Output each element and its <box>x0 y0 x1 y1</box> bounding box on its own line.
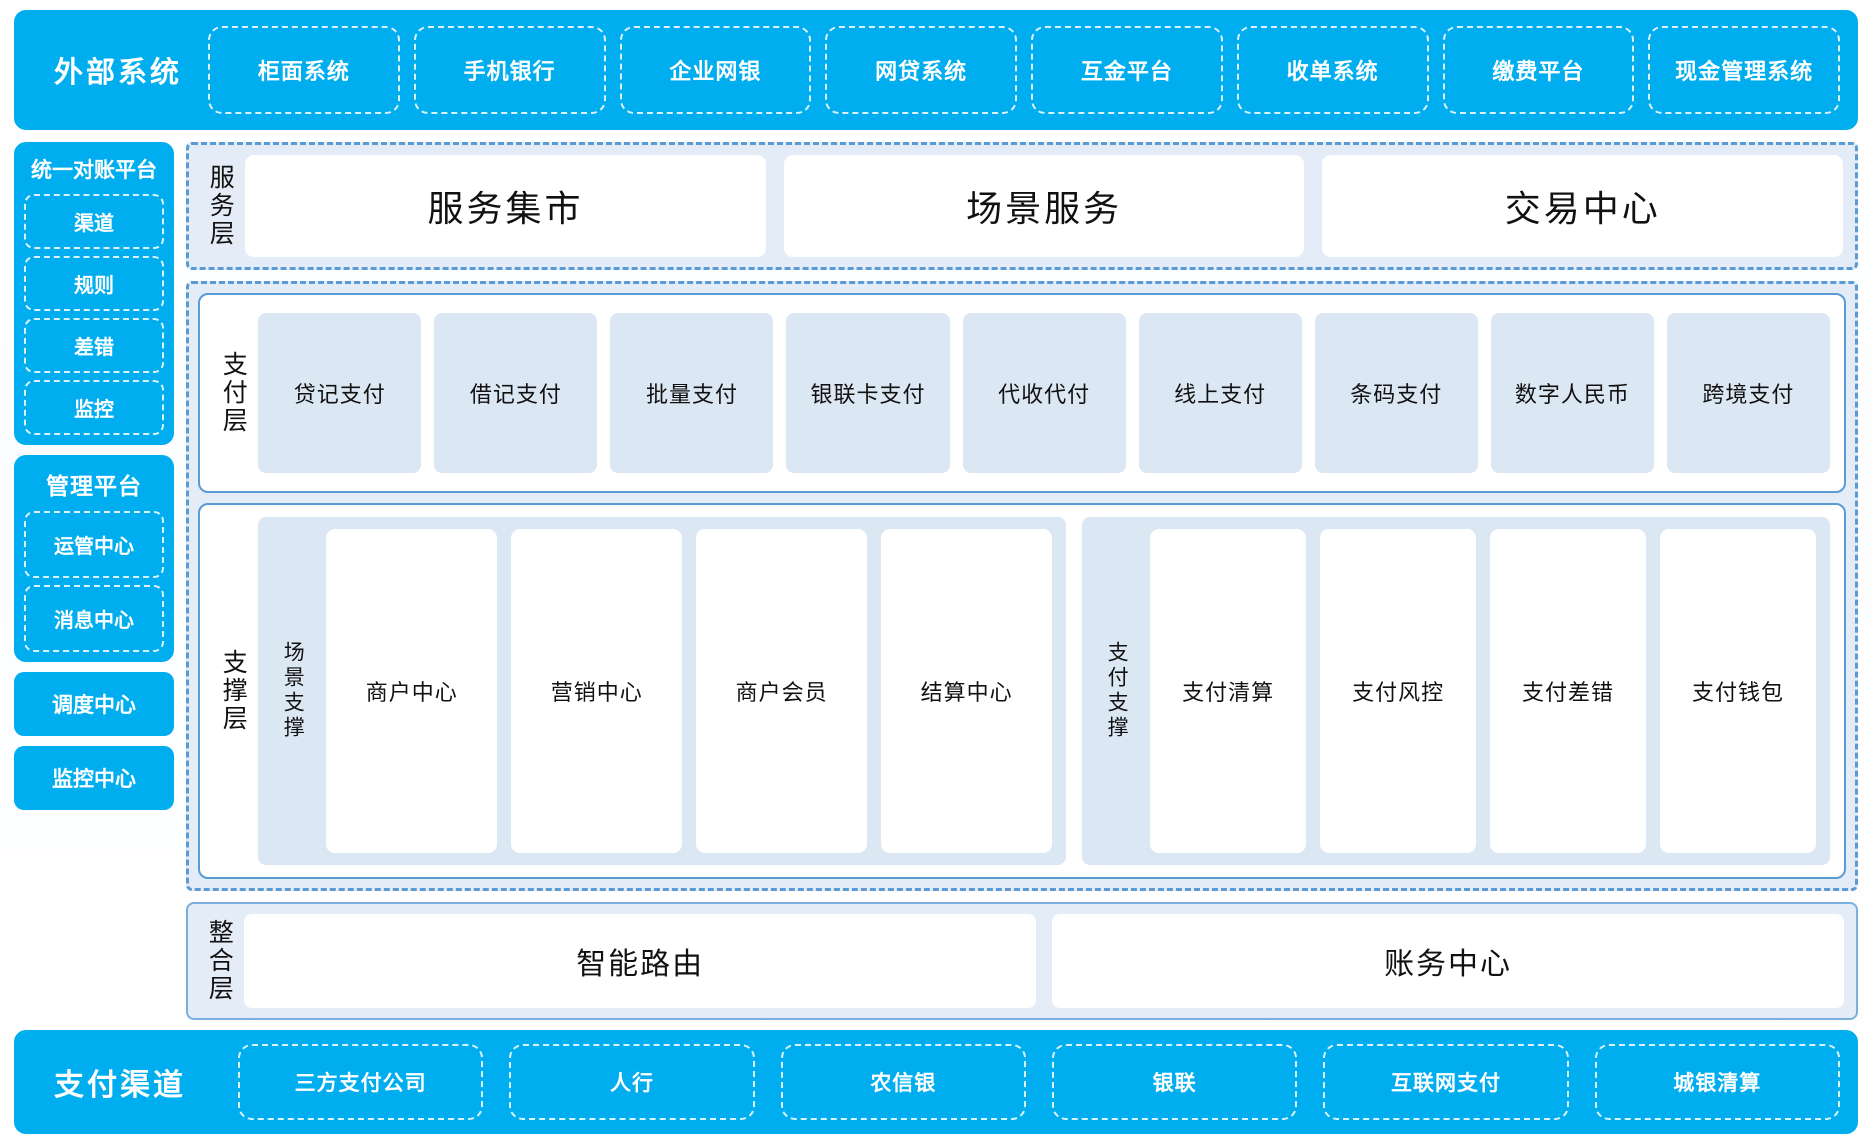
support-group-payment: 支付支撑 支付清算 支付风控 支付差错 支付钱包 <box>1082 517 1830 865</box>
payment-card-unionpay-card[interactable]: 银联卡支付 <box>786 313 949 473</box>
payment-card-cross-border[interactable]: 跨境支付 <box>1667 313 1830 473</box>
external-system-chip[interactable]: 手机银行 <box>414 26 606 114</box>
service-layer-cards: 服务集市 场景服务 交易中心 <box>245 155 1843 257</box>
sidebar-spacer <box>14 820 174 1020</box>
support-card-payment-risk-control[interactable]: 支付风控 <box>1320 529 1476 853</box>
sidebar-item-rule[interactable]: 规则 <box>24 256 164 311</box>
payment-channel-chip-pboc[interactable]: 人行 <box>509 1044 754 1120</box>
sidebar-card-reconciliation-platform: 统一对账平台 渠道 规则 差错 监控 <box>14 142 174 445</box>
payment-card-online-payment[interactable]: 线上支付 <box>1139 313 1302 473</box>
sidebar-item-monitoring-center[interactable]: 监控中心 <box>14 746 174 810</box>
service-layer-container: 服务层 服务集市 场景服务 交易中心 <box>186 142 1858 270</box>
external-system-chip[interactable]: 缴费平台 <box>1443 26 1635 114</box>
service-card-marketplace[interactable]: 服务集市 <box>245 155 766 257</box>
payment-channel-chip-city-clearing[interactable]: 城银清算 <box>1595 1044 1840 1120</box>
sidebar-item-operations-center[interactable]: 运管中心 <box>24 511 164 578</box>
support-card-payment-clearing[interactable]: 支付清算 <box>1150 529 1306 853</box>
service-card-scenario-service[interactable]: 场景服务 <box>784 155 1305 257</box>
support-group-payment-cards: 支付清算 支付风控 支付差错 支付钱包 <box>1150 529 1816 853</box>
external-system-chip[interactable]: 收单系统 <box>1237 26 1429 114</box>
external-system-chip[interactable]: 企业网银 <box>620 26 812 114</box>
external-systems-title: 外部系统 <box>32 49 208 91</box>
payment-layer-panel: 支付层 贷记支付 借记支付 批量支付 银联卡支付 代收代付 线上支付 条码支付 … <box>198 293 1846 493</box>
integration-card-accounting-center[interactable]: 账务中心 <box>1052 914 1844 1008</box>
payment-card-collection-disbursement[interactable]: 代收代付 <box>963 313 1126 473</box>
sidebar-item-error[interactable]: 差错 <box>24 318 164 373</box>
external-systems-bar: 外部系统 柜面系统 手机银行 企业网银 网贷系统 互金平台 收单系统 缴费平台 … <box>14 10 1858 130</box>
middle-region: 统一对账平台 渠道 规则 差错 监控 管理平台 运管中心 消息中心 调度中心 监… <box>14 142 1858 1020</box>
payment-channel-chip-internet-payment[interactable]: 互联网支付 <box>1323 1044 1568 1120</box>
support-card-merchant-member[interactable]: 商户会员 <box>696 529 867 853</box>
sidebar-item-channel[interactable]: 渠道 <box>24 194 164 249</box>
support-card-payment-wallet[interactable]: 支付钱包 <box>1660 529 1816 853</box>
external-system-chip[interactable]: 网贷系统 <box>825 26 1017 114</box>
support-card-marketing-center[interactable]: 营销中心 <box>511 529 682 853</box>
payment-channel-chip-third-party[interactable]: 三方支付公司 <box>238 1044 483 1120</box>
service-layer-label: 服务层 <box>201 155 245 257</box>
service-card-transaction-center[interactable]: 交易中心 <box>1322 155 1843 257</box>
support-layer-label: 支撑层 <box>214 517 258 865</box>
external-system-chip[interactable]: 现金管理系统 <box>1648 26 1840 114</box>
left-sidebar: 统一对账平台 渠道 规则 差错 监控 管理平台 运管中心 消息中心 调度中心 监… <box>14 142 174 1020</box>
support-group-scenario-label: 场景支撑 <box>272 529 312 853</box>
sidebar-item-monitor[interactable]: 监控 <box>24 380 164 435</box>
core-platform-container: 支付层 贷记支付 借记支付 批量支付 银联卡支付 代收代付 线上支付 条码支付 … <box>186 281 1858 891</box>
support-card-payment-exception[interactable]: 支付差错 <box>1490 529 1646 853</box>
payment-card-credit-payment[interactable]: 贷记支付 <box>258 313 421 473</box>
payment-channel-items: 三方支付公司 人行 农信银 银联 互联网支付 城银清算 <box>212 1030 1840 1134</box>
support-layer-panel: 支撑层 场景支撑 商户中心 营销中心 商户会员 结算中心 <box>198 503 1846 879</box>
integration-layer-label: 整合层 <box>200 914 244 1008</box>
support-card-merchant-center[interactable]: 商户中心 <box>326 529 497 853</box>
support-group-scenario: 场景支撑 商户中心 营销中心 商户会员 结算中心 <box>258 517 1066 865</box>
payment-channel-title: 支付渠道 <box>32 1060 212 1104</box>
integration-layer-cards: 智能路由 账务中心 <box>244 914 1844 1008</box>
sidebar-reconciliation-title: 统一对账平台 <box>31 150 157 187</box>
sidebar-card-management-platform: 管理平台 运管中心 消息中心 <box>14 455 174 662</box>
support-layer-groups: 场景支撑 商户中心 营销中心 商户会员 结算中心 支付支撑 支付清算 <box>258 517 1830 865</box>
support-card-settlement-center[interactable]: 结算中心 <box>881 529 1052 853</box>
payment-card-batch-payment[interactable]: 批量支付 <box>610 313 773 473</box>
payment-card-barcode-payment[interactable]: 条码支付 <box>1315 313 1478 473</box>
external-system-chip[interactable]: 柜面系统 <box>208 26 400 114</box>
sidebar-item-message-center[interactable]: 消息中心 <box>24 585 164 652</box>
payment-channel-bar: 支付渠道 三方支付公司 人行 农信银 银联 互联网支付 城银清算 <box>14 1030 1858 1134</box>
sidebar-management-title: 管理平台 <box>46 463 142 504</box>
payment-card-digital-rmb[interactable]: 数字人民币 <box>1491 313 1654 473</box>
content-column: 服务层 服务集市 场景服务 交易中心 支付层 贷记支付 借记支付 批量支付 银联… <box>186 142 1858 1020</box>
sidebar-item-scheduling-center[interactable]: 调度中心 <box>14 672 174 736</box>
payment-layer-label: 支付层 <box>214 307 258 479</box>
integration-layer-container: 整合层 智能路由 账务中心 <box>186 902 1858 1020</box>
payment-card-debit-payment[interactable]: 借记支付 <box>434 313 597 473</box>
payment-channel-chip-rcc[interactable]: 农信银 <box>781 1044 1026 1120</box>
integration-card-smart-routing[interactable]: 智能路由 <box>244 914 1036 1008</box>
payment-layer-cards: 贷记支付 借记支付 批量支付 银联卡支付 代收代付 线上支付 条码支付 数字人民… <box>258 307 1830 479</box>
external-system-chip[interactable]: 互金平台 <box>1031 26 1223 114</box>
payment-channel-chip-unionpay[interactable]: 银联 <box>1052 1044 1297 1120</box>
external-systems-items: 柜面系统 手机银行 企业网银 网贷系统 互金平台 收单系统 缴费平台 现金管理系… <box>208 10 1840 130</box>
support-group-payment-label: 支付支撑 <box>1096 529 1136 853</box>
support-group-scenario-cards: 商户中心 营销中心 商户会员 结算中心 <box>326 529 1052 853</box>
